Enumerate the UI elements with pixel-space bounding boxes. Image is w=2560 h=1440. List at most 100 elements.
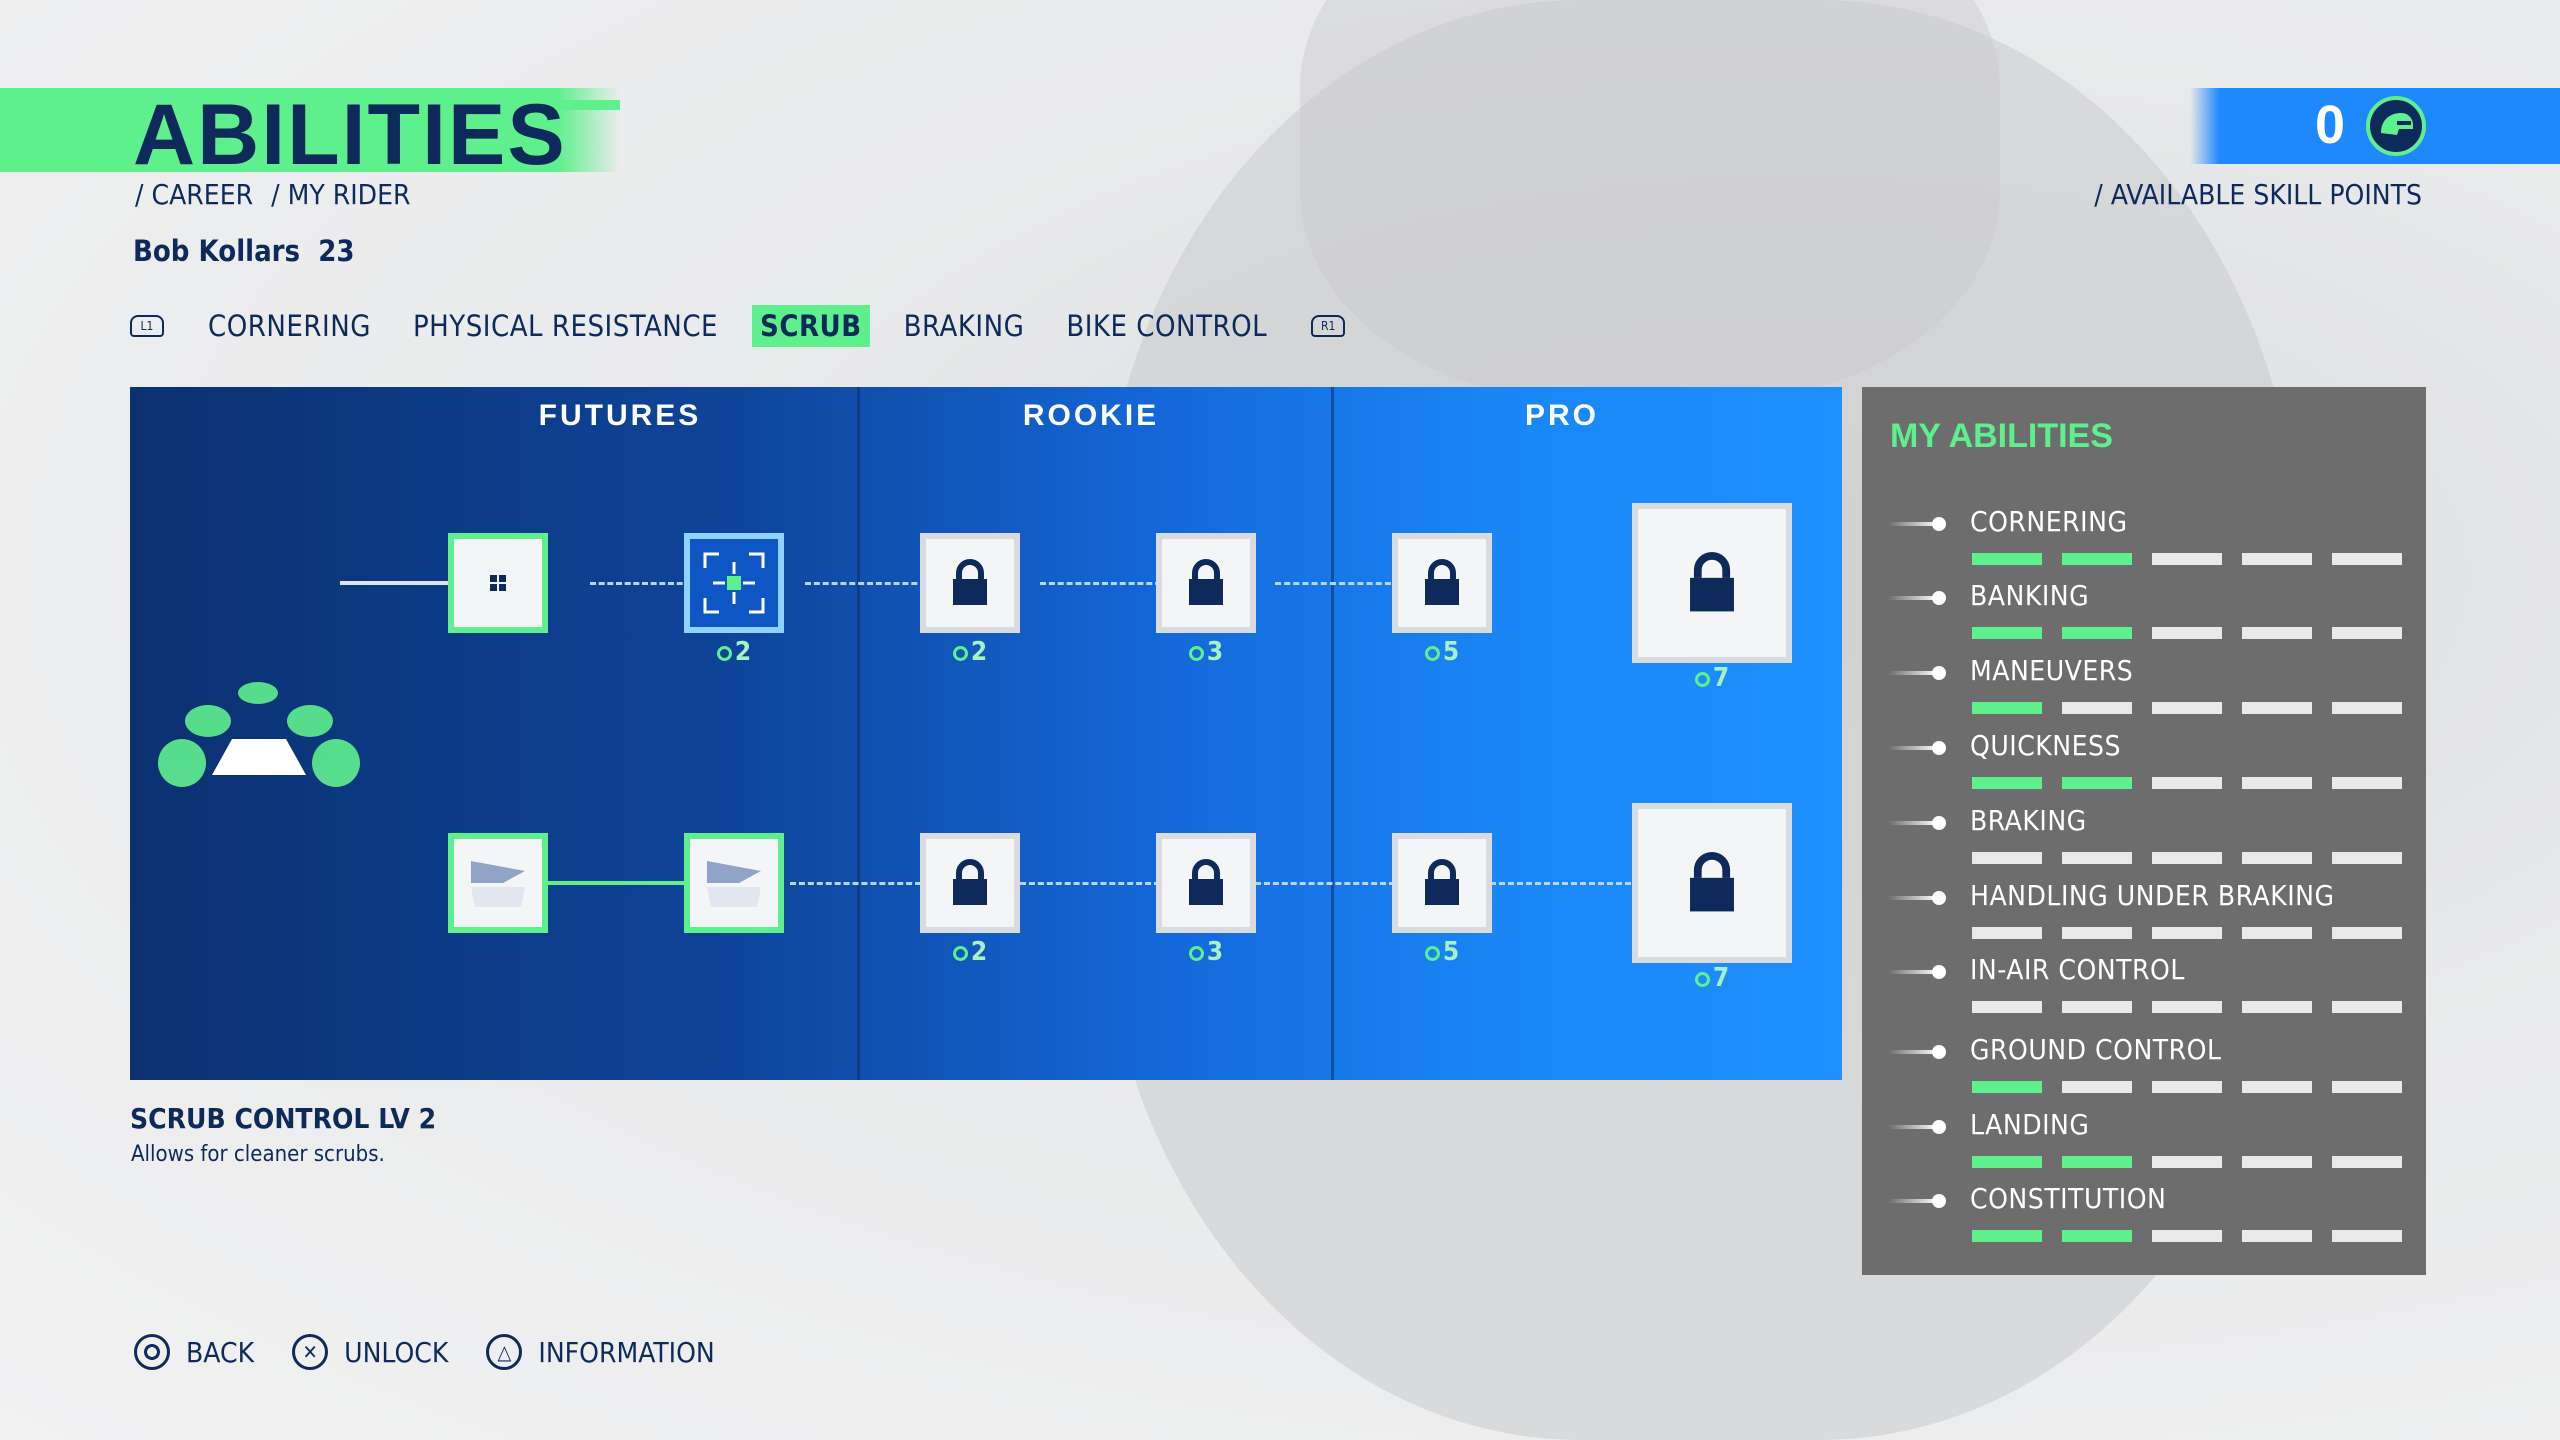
ability-level-segment bbox=[2152, 1001, 2222, 1013]
flag-icon bbox=[471, 861, 525, 907]
ability-level-bar bbox=[1972, 627, 2422, 639]
tier-divider bbox=[1331, 387, 1334, 1080]
tab-scrub[interactable]: SCRUB bbox=[752, 305, 870, 347]
breadcrumb-my-rider[interactable]: / MY RIDER bbox=[271, 178, 411, 211]
ability-row: MANEUVERS bbox=[1862, 644, 2426, 718]
ability-level-bar bbox=[1972, 702, 2422, 714]
ability-level-bar bbox=[1972, 553, 2422, 565]
ability-level-segment bbox=[2332, 852, 2402, 864]
tree-link bbox=[1490, 882, 1640, 885]
tab-cornering[interactable]: CORNERING bbox=[208, 309, 371, 343]
skill-node-locked-large[interactable] bbox=[1632, 503, 1792, 663]
back-button[interactable]: BACK bbox=[134, 1334, 254, 1370]
skill-node-scrub-1[interactable] bbox=[448, 533, 548, 633]
tab-physical-resistance[interactable]: PHYSICAL RESISTANCE bbox=[412, 309, 719, 343]
ability-connector bbox=[1888, 1050, 1938, 1054]
ability-level-segment bbox=[2152, 702, 2222, 714]
lock-icon bbox=[1690, 852, 1734, 912]
ability-level-segment bbox=[2062, 1156, 2132, 1168]
ability-connector bbox=[1888, 821, 1938, 825]
tree-link bbox=[1020, 882, 1160, 885]
ability-level-bar bbox=[1972, 1156, 2422, 1168]
ability-level-segment bbox=[2062, 1081, 2132, 1093]
ability-level-segment bbox=[2152, 627, 2222, 639]
ability-level-segment bbox=[2152, 852, 2222, 864]
skill-node-locked[interactable] bbox=[1392, 833, 1492, 933]
scrub-category-icon bbox=[158, 682, 360, 787]
ability-level-segment bbox=[1972, 852, 2042, 864]
selected-skill-title: SCRUB CONTROL LV 2 bbox=[130, 1102, 437, 1135]
tree-link bbox=[1255, 882, 1395, 885]
tab-braking[interactable]: BRAKING bbox=[903, 309, 1025, 343]
tree-link bbox=[805, 582, 935, 585]
skill-node-locked[interactable] bbox=[1392, 533, 1492, 633]
skill-node-flag-2[interactable] bbox=[684, 833, 784, 933]
skill-node-scrub-2-selected[interactable] bbox=[684, 533, 784, 633]
lock-icon bbox=[1690, 552, 1734, 612]
rider-name: Bob Kollars bbox=[133, 234, 301, 268]
tab-bike-control[interactable]: BIKE CONTROL bbox=[1066, 309, 1268, 343]
ability-row: CORNERING bbox=[1862, 495, 2426, 569]
ability-dot bbox=[1932, 741, 1946, 755]
ability-level-bar bbox=[1972, 927, 2422, 939]
ability-level-segment bbox=[2242, 927, 2312, 939]
skill-cost: 5 bbox=[1402, 637, 1482, 667]
ability-level-bar bbox=[1972, 777, 2422, 789]
ability-level-segment bbox=[2062, 852, 2132, 864]
tree-link bbox=[340, 581, 480, 585]
breadcrumb-career[interactable]: / CAREER bbox=[135, 178, 254, 211]
tier-pro-label: PRO bbox=[1524, 399, 1599, 432]
information-button[interactable]: △ INFORMATION bbox=[486, 1334, 715, 1370]
skill-node-flag-1[interactable] bbox=[448, 833, 548, 933]
ability-dot bbox=[1932, 1120, 1946, 1134]
ability-level-segment bbox=[1972, 1230, 2042, 1242]
ability-level-segment bbox=[2242, 852, 2312, 864]
ability-level-segment bbox=[2242, 1081, 2312, 1093]
information-label: INFORMATION bbox=[538, 1335, 715, 1369]
ability-name: QUICKNESS bbox=[1970, 729, 2122, 762]
ability-dot bbox=[1932, 965, 1946, 979]
ability-connector bbox=[1888, 970, 1938, 974]
ability-level-segment bbox=[2062, 627, 2132, 639]
r1-button-icon[interactable]: R1 bbox=[1311, 315, 1346, 337]
ability-level-segment bbox=[2152, 553, 2222, 565]
ability-level-segment bbox=[2152, 777, 2222, 789]
ability-level-segment bbox=[2332, 1156, 2402, 1168]
ability-level-segment bbox=[2332, 627, 2402, 639]
lock-icon bbox=[1189, 559, 1223, 605]
ability-level-segment bbox=[2242, 777, 2312, 789]
skill-cost: 7 bbox=[1672, 663, 1752, 693]
flag-icon bbox=[707, 861, 761, 907]
skill-node-locked[interactable] bbox=[1156, 833, 1256, 933]
skill-cost: 2 bbox=[694, 637, 774, 667]
skill-node-locked-large[interactable] bbox=[1632, 803, 1792, 963]
skill-node-locked[interactable] bbox=[920, 833, 1020, 933]
ability-level-segment bbox=[2332, 1081, 2402, 1093]
tree-link bbox=[540, 881, 690, 885]
ability-tabs: L1 CORNERING PHYSICAL RESISTANCE SCRUB B… bbox=[130, 302, 1381, 350]
footer-controls: BACK ✕ UNLOCK △ INFORMATION bbox=[134, 1334, 753, 1370]
skill-cost: 5 bbox=[1402, 937, 1482, 967]
ability-level-segment bbox=[1972, 702, 2042, 714]
ability-level-bar bbox=[1972, 1001, 2422, 1013]
ability-level-segment bbox=[2062, 927, 2132, 939]
ability-name: IN-AIR CONTROL bbox=[1970, 953, 2185, 986]
selected-skill-description: Allows for cleaner scrubs. bbox=[131, 1142, 385, 1167]
ability-name: BRAKING bbox=[1970, 804, 2087, 837]
skill-cost: 3 bbox=[1166, 937, 1246, 967]
ability-row: IN-AIR CONTROL bbox=[1862, 943, 2426, 1017]
ability-row: GROUND CONTROL bbox=[1862, 1023, 2426, 1097]
l1-button-icon[interactable]: L1 bbox=[130, 315, 164, 337]
ability-level-segment bbox=[1972, 1001, 2042, 1013]
tree-link bbox=[590, 582, 700, 585]
ability-dot bbox=[1932, 816, 1946, 830]
ability-level-segment bbox=[2062, 777, 2132, 789]
unlock-button[interactable]: ✕ UNLOCK bbox=[292, 1334, 448, 1370]
skill-points-label: / AVAILABLE SKILL POINTS bbox=[2094, 178, 2422, 211]
skill-node-locked[interactable] bbox=[1156, 533, 1256, 633]
ability-level-segment bbox=[2332, 777, 2402, 789]
skill-node-locked[interactable] bbox=[920, 533, 1020, 633]
tier-rookie-label: ROOKIE bbox=[1022, 399, 1160, 432]
ability-level-segment bbox=[2242, 702, 2312, 714]
